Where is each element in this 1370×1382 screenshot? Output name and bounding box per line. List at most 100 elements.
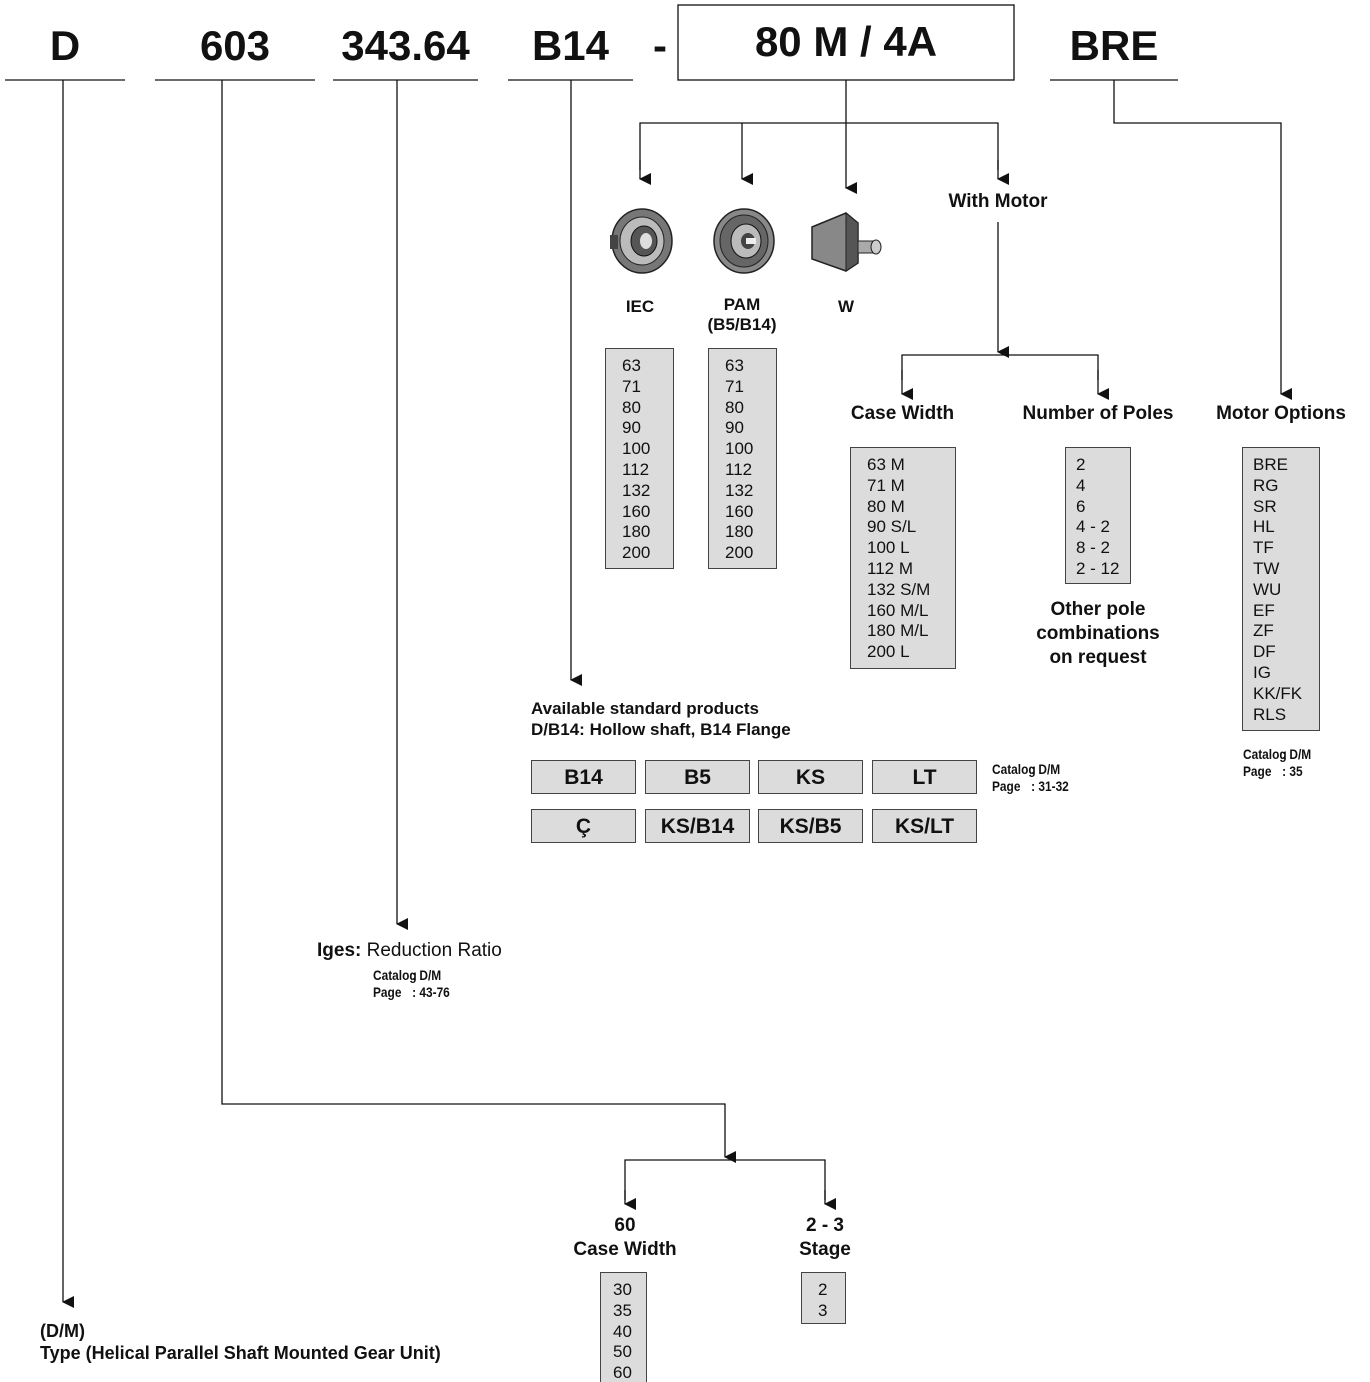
list-item: BRE	[1253, 455, 1288, 474]
product-cell: KS/B14	[645, 809, 750, 843]
list-item: 4	[1076, 475, 1086, 495]
type-code: (D/M)	[40, 1321, 85, 1341]
list-item: 160	[622, 501, 651, 521]
product-cell: LT	[872, 760, 977, 794]
page-label: Page	[1243, 763, 1272, 779]
motor-options-title: Motor Options	[1216, 403, 1346, 424]
code-size-stage: 603	[199, 22, 271, 69]
list-item: 180 M/L	[867, 621, 929, 641]
gear-case-width-value: 60	[614, 1215, 636, 1236]
code-ratio: 343.64	[341, 22, 470, 69]
motor-case-width-list: 63 M 71 M 80 M 90 S/L 100 L 112 M 132 S/…	[850, 447, 956, 669]
list-item: 2 - 12	[1076, 558, 1120, 578]
catalog-value: : D/M	[1031, 761, 1061, 777]
list-item: 6	[1076, 496, 1086, 516]
catalog-label: Catalog	[1243, 746, 1287, 762]
list-item: 160 M/L	[867, 600, 929, 620]
iec-adapter-icon	[610, 208, 673, 274]
products-catalog-ref: Catalog: D/M Page : 31-32	[992, 761, 1069, 795]
motor-options-list: BRE RG SR HL TF TW WU EF ZF DF IG KK/FK …	[1242, 447, 1320, 731]
list-item: 90	[622, 418, 641, 438]
list-item: 132 S/M	[867, 579, 931, 599]
w-input-shaft-icon	[811, 211, 882, 272]
list-item: SR	[1253, 496, 1277, 516]
list-item: EF	[1253, 600, 1275, 620]
standard-products-subtitle: D/B14: Hollow shaft, B14 Flange	[531, 720, 791, 739]
page-value: : 35	[1282, 763, 1303, 779]
list-item: TF	[1253, 538, 1274, 558]
list-item: RLS	[1253, 704, 1287, 724]
list-item: TW	[1253, 558, 1280, 578]
list-item: 63	[622, 356, 641, 375]
list-item: 4 - 2	[1076, 517, 1111, 537]
page-value: : 31-32	[1031, 778, 1069, 794]
list-item: 2	[818, 1280, 828, 1299]
product-cell: Ç	[531, 809, 636, 843]
list-item: 71	[725, 376, 744, 396]
pam-label: PAM (B5/B14)	[707, 295, 777, 334]
reduction-ratio-text: Reduction Ratio	[361, 940, 502, 961]
list-item: IG	[1253, 662, 1271, 682]
catalog-value: : D/M	[1282, 746, 1312, 762]
catalog-label: Catalog	[992, 761, 1036, 777]
list-item: 71	[622, 376, 641, 396]
w-label: W	[837, 297, 855, 316]
list-item: 112 M	[867, 558, 913, 578]
list-item: 132	[725, 480, 754, 500]
list-item: 100 L	[867, 538, 910, 558]
page-label: Page	[373, 984, 402, 1000]
product-cell: B14	[531, 760, 636, 794]
product-cell: B5	[645, 760, 750, 794]
standard-products-title: Available standard products	[531, 699, 759, 718]
catalog-value: : D/M	[412, 967, 442, 983]
list-item: 30	[613, 1280, 632, 1299]
list-item: 132	[622, 480, 651, 500]
list-item: 112	[622, 459, 650, 479]
with-motor-label: With Motor	[948, 191, 1048, 212]
iec-size-list: 63 71 80 90 100 112 132 160 180 200	[605, 348, 674, 569]
reduction-catalog-ref: Catalog: D/M Page: 43-76	[373, 967, 450, 1001]
stage-value: 2 - 3	[805, 1215, 845, 1236]
number-of-poles-title: Number of Poles	[1022, 403, 1174, 424]
list-item: 50	[613, 1342, 632, 1362]
list-item: 200	[622, 543, 651, 563]
pam-size-list: 63 71 80 90 100 112 132 160 180 200	[708, 348, 777, 569]
stage-list: 2 3	[801, 1272, 846, 1324]
motor-options-catalog-ref: Catalog: D/M Page : 35	[1243, 746, 1311, 780]
list-item: 100	[725, 439, 754, 459]
list-item: 90	[725, 418, 744, 438]
motor-case-width-title: Case Width	[850, 403, 955, 424]
list-item: RG	[1253, 475, 1279, 495]
list-item: 112	[725, 459, 753, 479]
list-item: 180	[622, 522, 651, 542]
list-item: 80	[622, 397, 641, 417]
gear-case-width-title: Case Width	[573, 1239, 677, 1260]
gear-case-width-list: 30 35 40 50 60	[600, 1272, 647, 1382]
list-item: KK/FK	[1253, 683, 1303, 703]
list-item: HL	[1253, 517, 1275, 537]
product-cell: KS/LT	[872, 809, 977, 843]
pam-adapter-icon	[713, 208, 775, 274]
list-item: 63	[725, 356, 744, 375]
list-item: 200 L	[867, 642, 910, 662]
list-item: 180	[725, 522, 754, 542]
page-value: : 43-76	[412, 984, 450, 1000]
list-item: 160	[725, 501, 754, 521]
page-label: Page	[992, 778, 1021, 794]
list-item: 40	[613, 1321, 632, 1341]
list-item: 35	[613, 1300, 632, 1320]
list-item: 200	[725, 543, 754, 563]
code-dash: -	[653, 22, 667, 69]
list-item: 90 S/L	[867, 517, 917, 537]
list-item: 60	[613, 1363, 632, 1382]
code-motor-option: BRE	[1069, 22, 1159, 69]
reduction-ratio-label: Iges: Reduction Ratio	[317, 939, 502, 963]
list-item: ZF	[1253, 621, 1274, 641]
stage-title: Stage	[799, 1239, 851, 1260]
iges-label: Iges:	[317, 940, 362, 961]
list-item: 100	[622, 439, 651, 459]
poles-note: Other pole combinations on request	[1036, 599, 1160, 668]
code-version: B14	[531, 22, 610, 69]
